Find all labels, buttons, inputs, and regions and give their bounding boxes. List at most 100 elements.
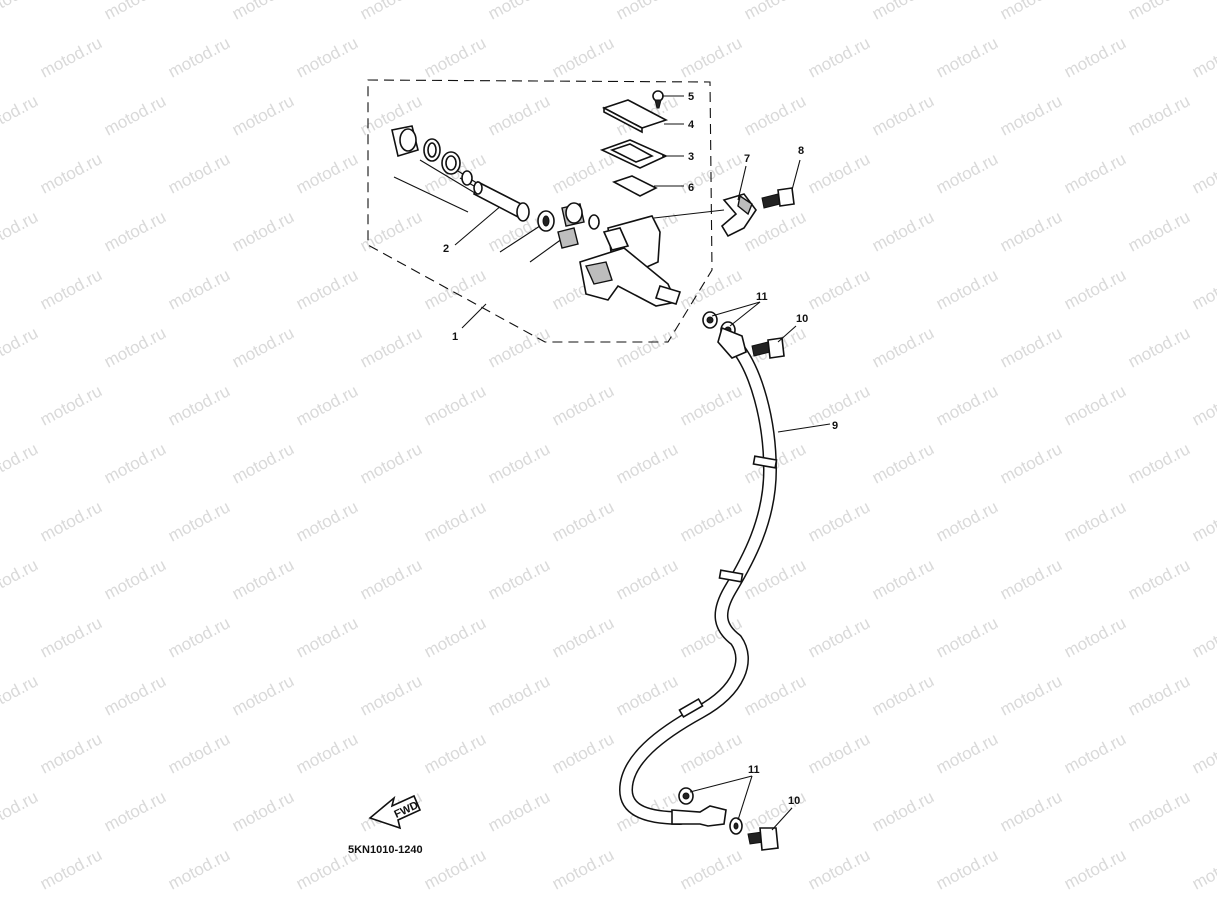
watermark-text: motod.ru xyxy=(165,149,233,197)
watermark-text: motod.ru xyxy=(1189,381,1217,429)
diaphragm xyxy=(611,175,658,197)
lower-washer-a xyxy=(678,787,694,805)
watermark-text: motod.ru xyxy=(1061,265,1129,313)
watermark-text: motod.ru xyxy=(0,671,41,719)
watermark-text: motod.ru xyxy=(805,33,873,81)
watermark-text: motod.ru xyxy=(357,0,425,24)
watermark-text: motod.ru xyxy=(997,207,1065,255)
callout-1: 1 xyxy=(452,331,458,343)
watermark-text: motod.ru xyxy=(1125,0,1193,24)
watermark-text: motod.ru xyxy=(1189,33,1217,81)
watermark-text: motod.ru xyxy=(933,845,1001,893)
watermark-text: motod.ru xyxy=(677,729,745,777)
watermark-text: motod.ru xyxy=(1189,613,1217,661)
o-ring xyxy=(461,170,473,186)
watermark-text: motod.ru xyxy=(613,439,681,487)
watermark-text: motod.ru xyxy=(293,497,361,545)
watermark-text: motod.ru xyxy=(229,207,297,255)
watermark-text: motod.ru xyxy=(357,91,425,139)
piston xyxy=(473,180,530,222)
watermark-text: motod.ru xyxy=(165,381,233,429)
watermark-text: motod.ru xyxy=(229,323,297,371)
callout-11-upper: 11 xyxy=(756,291,768,303)
circlip xyxy=(423,138,441,162)
watermark-text: motod.ru xyxy=(0,323,41,371)
watermark-text: motod.ru xyxy=(357,671,425,719)
watermark-text: motod.ru xyxy=(293,149,361,197)
watermark-text: motod.ru xyxy=(101,207,169,255)
watermark-text: motod.ru xyxy=(37,497,105,545)
watermark-text: motod.ru xyxy=(1061,381,1129,429)
watermark-text: motod.ru xyxy=(805,265,873,313)
watermark-text: motod.ru xyxy=(229,439,297,487)
watermark-text: motod.ru xyxy=(741,0,809,24)
watermark-text: motod.ru xyxy=(101,439,169,487)
screw xyxy=(652,90,664,109)
watermark-text: motod.ru xyxy=(933,497,1001,545)
o-ring-small xyxy=(588,214,600,230)
watermark-text: motod.ru xyxy=(549,149,617,197)
watermark-text: motod.ru xyxy=(997,439,1065,487)
watermark-text: motod.ru xyxy=(613,0,681,24)
watermark-text: motod.ru xyxy=(549,613,617,661)
holder-bolt xyxy=(761,187,795,209)
watermark-text: motod.ru xyxy=(485,0,553,24)
callout-5: 5 xyxy=(688,91,694,103)
watermark-text: motod.ru xyxy=(37,149,105,197)
watermark-text: motod.ru xyxy=(1125,91,1193,139)
watermark-text: motod.ru xyxy=(805,613,873,661)
upper-union-bolt xyxy=(751,337,785,359)
watermark-text: motod.ru xyxy=(997,0,1065,24)
watermark-text: motod.ru xyxy=(613,555,681,603)
watermark-text: motod.ru xyxy=(485,555,553,603)
watermark-text: motod.ru xyxy=(1125,323,1193,371)
watermark-text: motod.ru xyxy=(101,555,169,603)
watermark-text: motod.ru xyxy=(1061,33,1129,81)
watermark-text: motod.ru xyxy=(869,439,937,487)
callout-3: 3 xyxy=(688,151,694,163)
watermark-text: motod.ru xyxy=(805,149,873,197)
watermark-text: motod.ru xyxy=(869,0,937,24)
watermark-text: motod.ru xyxy=(549,33,617,81)
watermark-text: motod.ru xyxy=(485,787,553,835)
watermark-text: motod.ru xyxy=(1061,497,1129,545)
watermark-text: motod.ru xyxy=(677,381,745,429)
watermark-text: motod.ru xyxy=(1125,439,1193,487)
watermark-text: motod.ru xyxy=(613,323,681,371)
handlebar-holder xyxy=(720,193,757,238)
watermark-text: motod.ru xyxy=(37,729,105,777)
watermark-text: motod.ru xyxy=(421,265,489,313)
watermark-text: motod.ru xyxy=(549,729,617,777)
watermark-text: motod.ru xyxy=(37,845,105,893)
watermark-text: motod.ru xyxy=(485,91,553,139)
watermark-text: motod.ru xyxy=(741,91,809,139)
watermark-text: motod.ru xyxy=(997,555,1065,603)
watermark-text: motod.ru xyxy=(869,207,937,255)
watermark-text: motod.ru xyxy=(933,729,1001,777)
callout-8: 8 xyxy=(798,145,804,157)
watermark-text: motod.ru xyxy=(229,671,297,719)
watermark-text: motod.ru xyxy=(933,33,1001,81)
watermark-text: motod.ru xyxy=(1125,555,1193,603)
watermark-text: motod.ru xyxy=(805,845,873,893)
brake-hose xyxy=(619,326,778,827)
watermark-text: motod.ru xyxy=(805,497,873,545)
watermark-text: motod.ru xyxy=(485,439,553,487)
callout-4: 4 xyxy=(688,119,695,131)
watermark-text: motod.ru xyxy=(229,0,297,24)
watermark-text: motod.ru xyxy=(677,497,745,545)
watermark-text: motod.ru xyxy=(869,555,937,603)
watermark-text: motod.ru xyxy=(0,439,41,487)
watermark-text: motod.ru xyxy=(869,671,937,719)
spring-lower xyxy=(557,227,579,249)
watermark-text: motod.ru xyxy=(1189,845,1217,893)
callout-11-lower: 11 xyxy=(748,764,760,776)
watermark-text: motod.ru xyxy=(613,671,681,719)
watermark-text: motod.ru xyxy=(997,671,1065,719)
watermark-text: motod.ru xyxy=(1125,787,1193,835)
watermark-text: motod.ru xyxy=(421,613,489,661)
watermark-text: motod.ru xyxy=(933,613,1001,661)
watermark-text: motod.ru xyxy=(549,381,617,429)
watermark-text: motod.ru xyxy=(1061,729,1129,777)
